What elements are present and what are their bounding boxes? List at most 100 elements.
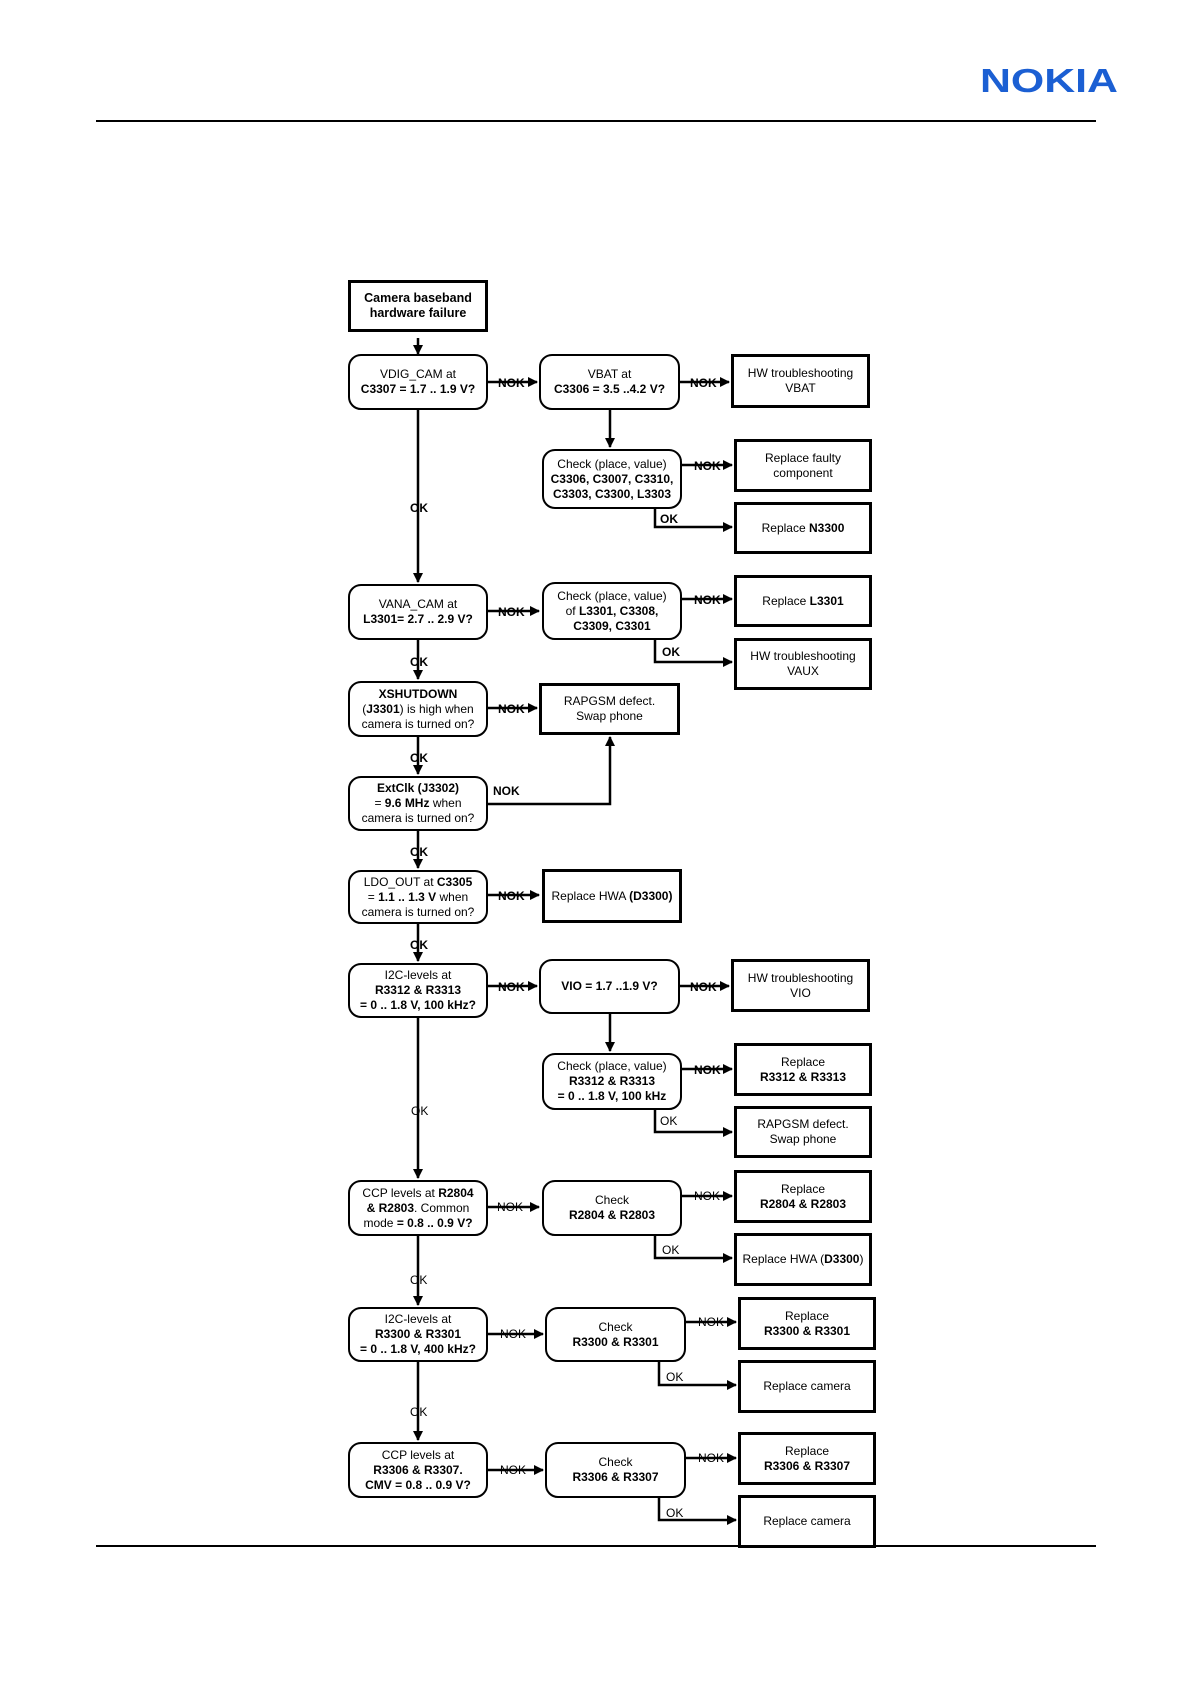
node-text-line: R3306 & R3307 [763,1458,851,1473]
node-text-line: VANA_CAM at [378,597,458,611]
node-text-line: HW troubleshooting [747,970,854,985]
node-text-line: L3301= 2.7 .. 2.9 V? [363,612,473,626]
label-ok: OK [410,501,428,515]
node-text: Check (place, value)C3306, C3007, C3310,… [551,457,674,502]
node-check1: Check (place, value)C3306, C3007, C3310,… [542,449,682,509]
label-ok: OK [410,1273,428,1287]
node-text: Replace camera [763,1379,850,1394]
node-replace-camera-2: Replace camera [738,1495,876,1548]
node-text-line: VAUX [787,664,819,678]
node-check3: Check (place, value)R3312 & R3313= 0 .. … [542,1053,682,1110]
node-text-line: VDIG_CAM at [379,367,457,381]
node-text-line: mode = 0.8 .. 0.9 V? [363,1215,473,1230]
edge-check6-replacecam2-ok [657,1498,737,1525]
node-text: RAPGSM defect.Swap phone [564,694,655,724]
label-nok: NOK [493,784,520,798]
node-text-line: I2C-levels at [384,968,452,982]
node-text-line: VBAT [785,381,816,395]
node-text: Replace HWA (D3300) [552,889,673,904]
node-text-line: VIO = 1.7 ..1.9 V? [561,979,658,993]
node-text-line: Replace HWA (D3300) [742,1252,864,1266]
node-text-line: Replace camera [763,1514,851,1528]
label-ok: OK [410,845,428,859]
node-rapgsm-2: RAPGSM defect.Swap phone [734,1106,872,1158]
node-text-line: Replace camera [763,1379,851,1393]
edge-check5-replacecam1-ok [657,1362,737,1390]
label-nok: NOK [698,1451,725,1465]
node-text-line: Replace faulty [764,450,842,465]
label-nok: NOK [694,1063,721,1077]
label-nok: NOK [498,980,525,994]
node-replace-hwa-2: Replace HWA (D3300) [734,1233,872,1286]
node-text-line: R3300 & R3301 [763,1323,851,1338]
node-text-line: Swap phone [769,1132,837,1146]
node-replace-n3300: Replace N3300 [734,502,872,554]
edge-extclk-rapgsm1-nok [488,736,615,806]
label-nok: NOK [498,605,525,619]
node-text-line: RAPGSM defect. [757,1117,849,1131]
node-replace-hwa-1: Replace HWA (D3300) [542,869,682,923]
header-rule [96,120,1096,122]
label-ok: OK [410,655,428,669]
label-ok: OK [660,1114,678,1128]
label-nok: NOK [498,702,525,716]
node-text-line: HW troubleshooting [747,366,854,380]
label-nok: NOK [694,1189,721,1203]
node-text-line: Replace [784,1443,830,1458]
node-text: RAPGSM defect.Swap phone [757,1117,848,1147]
node-text-line: C3306, C3007, C3310, [550,471,674,486]
node-text-line: Check [598,1319,633,1334]
label-nok: NOK [698,1315,725,1329]
label-nok: NOK [694,593,721,607]
node-text-line: Replace L3301 [762,593,844,608]
node-text-line: R2804 & R2803 [568,1208,656,1222]
node-text-line: R3300 & R3301 [572,1334,659,1349]
node-text-line: Replace [780,1054,826,1069]
node-text-line: & R2803. Common [366,1200,470,1215]
node-text-line: C3307 = 1.7 .. 1.9 V? [360,382,476,396]
node-text-line: CMV = 0.8 .. 0.9 V? [365,1477,471,1492]
node-text-line: Replace [784,1308,830,1323]
label-ok: OK [411,1104,429,1118]
node-check2: Check (place, value)of L3301, C3308,C330… [542,582,682,640]
node-text-line: R3300 & R3301 [374,1327,462,1341]
label-nok: NOK [500,1327,527,1341]
node-text-line: of L3301, C3308, [565,603,659,618]
label-ok: OK [660,512,678,526]
label-nok: NOK [694,459,721,473]
node-text-line: R3306 & R3307 [572,1470,659,1484]
edge-check4-replacehwa2-ok [653,1236,733,1263]
label-ok: OK [666,1506,684,1520]
label-nok: NOK [497,1200,524,1214]
footer-rule [96,1545,1096,1547]
node-text-line: = 0 .. 1.8 V, 100 kHz [557,1089,667,1103]
